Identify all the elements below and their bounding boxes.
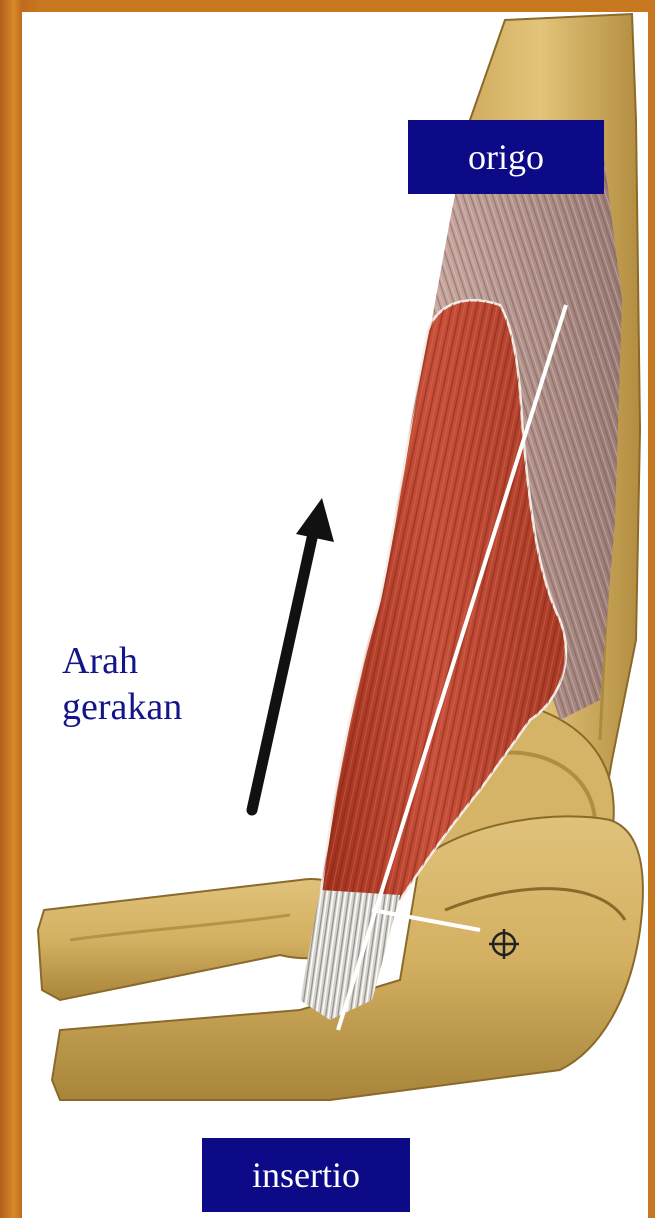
insertion-label: insertio — [202, 1138, 410, 1212]
direction-label-line2: gerakan — [62, 684, 182, 730]
origin-label: origo — [408, 120, 604, 194]
insertion-label-text: insertio — [252, 1157, 360, 1193]
direction-arrow — [252, 498, 334, 810]
origin-label-text: origo — [468, 139, 544, 175]
direction-label-line1: Arah — [62, 638, 182, 684]
direction-label: Arah gerakan — [62, 638, 182, 730]
